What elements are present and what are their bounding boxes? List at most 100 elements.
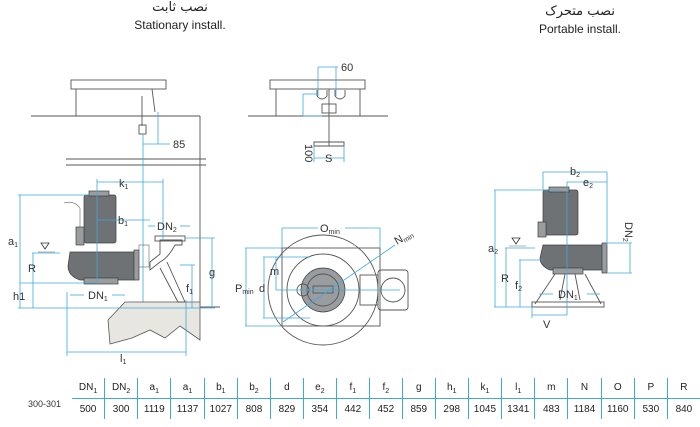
rail-weight <box>138 124 147 135</box>
pump-motor <box>83 194 117 244</box>
cover-slab <box>70 79 167 90</box>
stationary-title-persian: نصب ثابت <box>152 0 208 15</box>
portable-pump-volute <box>539 244 604 271</box>
header-subscript: 2 <box>126 387 131 395</box>
header-subscript: 1 <box>485 387 490 395</box>
header-subscript: 1 <box>188 387 193 395</box>
value-cell: 1045 <box>467 398 502 419</box>
header-main: m <box>547 381 556 393</box>
header-cell: a1 <box>170 378 205 399</box>
header-cell: O <box>600 378 635 399</box>
header-main: d <box>284 381 290 393</box>
header-cell: k1 <box>467 378 502 399</box>
portable-install-title: نصب متحرک Portable install. <box>495 4 665 38</box>
dim-60-label: 60 <box>341 62 353 74</box>
detail-cover-slab <box>269 79 366 90</box>
header-main: DN <box>78 381 94 393</box>
b2-label: b2 <box>570 166 580 179</box>
f2-label: f2 <box>515 280 522 293</box>
header-subscript: 1 <box>221 387 226 395</box>
header-cell: f1 <box>335 378 370 399</box>
plan-view-drawing: Omin Nmin Pmin d m <box>235 223 416 346</box>
m-label: m <box>270 266 279 278</box>
header-cell: f2 <box>368 378 403 399</box>
o-min-label: Omin <box>320 223 340 236</box>
portable-dn2-label: DN2 <box>621 222 634 242</box>
stationary-install-title: نصب ثابت Stationary install. <box>90 0 270 34</box>
model-number: 300-301 <box>28 399 62 409</box>
f1-label: f1 <box>186 283 193 296</box>
portable-stand-base <box>531 301 605 308</box>
value-cell: 300 <box>104 398 138 419</box>
n-min-label: Nmin <box>393 228 416 249</box>
portable-title-english: Portable install. <box>538 22 622 36</box>
header-main: b <box>249 381 255 393</box>
value-cell: 1160 <box>600 398 635 419</box>
header-main: a <box>149 381 156 393</box>
header-main: R <box>680 381 688 393</box>
technical-drawings: 85 k1 b1 DN2 a1 R <box>8 62 634 366</box>
header-main: a <box>182 381 189 393</box>
h1-label: h1 <box>13 291 25 303</box>
a1-label: a1 <box>8 236 18 249</box>
e2-label: e2 <box>583 177 593 190</box>
header-main: N <box>580 381 589 393</box>
header-main: h <box>447 381 453 393</box>
g-label: g <box>209 267 215 279</box>
portable-title-persian: نصب متحرک <box>545 4 615 19</box>
header-cell: b1 <box>203 378 238 399</box>
header-subscript: 2 <box>385 387 390 395</box>
portable-r-label: R <box>501 273 509 285</box>
dim-85-label: 85 <box>173 139 185 151</box>
header-subscript: 1 <box>93 387 98 395</box>
value-cell: 1027 <box>203 398 238 419</box>
value-cell: 808 <box>236 398 271 419</box>
header-cell: b2 <box>236 378 271 399</box>
value-cell: 530 <box>633 398 668 419</box>
header-subscript: 1 <box>452 387 457 395</box>
pit-outline <box>281 247 381 327</box>
header-main: b <box>216 381 222 393</box>
header-cell: DN2 <box>104 378 138 399</box>
header-main: DN <box>111 381 127 393</box>
header-cell: N <box>567 378 602 399</box>
header-main: k <box>480 381 486 393</box>
motor-handle <box>88 190 110 197</box>
header-cell: g <box>401 378 436 399</box>
portable-dn1-label: DN1 <box>558 289 578 302</box>
portable-pump-motor <box>542 189 579 236</box>
b1-label: b1 <box>118 215 128 228</box>
a2-label: a2 <box>488 243 498 256</box>
value-cell: 442 <box>335 398 370 419</box>
header-cell: a1 <box>137 378 171 399</box>
header-cell: DN1 <box>72 378 105 399</box>
cable <box>63 201 81 230</box>
d-label: d <box>259 283 265 295</box>
header-main: P <box>647 381 655 393</box>
portable-install-drawing: b2 e2 a2 R f2 DN1 DN2 V <box>488 166 634 331</box>
header-cell: P <box>633 378 668 399</box>
dn2-label: DN2 <box>157 221 177 234</box>
value-cell: 354 <box>302 398 337 419</box>
value-cell: 840 <box>666 398 700 419</box>
dn1-label: DN1 <box>88 290 108 303</box>
header-subscript: 2 <box>320 387 325 395</box>
value-cell: 500 <box>79 403 97 415</box>
water-level-icon <box>40 242 50 250</box>
guide-rail-detail-drawing: 60 100 S <box>248 62 388 165</box>
header-cell: m <box>534 378 568 399</box>
header-cell: h1 <box>434 378 469 399</box>
value-cell: 1137 <box>170 398 205 419</box>
header-subscript: 2 <box>254 387 259 395</box>
s-label: S <box>325 153 332 165</box>
header-cell: e2 <box>302 378 337 399</box>
value-cell: 1341 <box>501 398 535 419</box>
header-cell: R <box>666 378 700 399</box>
concrete-foundation <box>107 301 201 345</box>
header-main: O <box>613 381 622 393</box>
pump-volute <box>67 251 136 281</box>
p-min-label: Pmin <box>235 283 254 296</box>
